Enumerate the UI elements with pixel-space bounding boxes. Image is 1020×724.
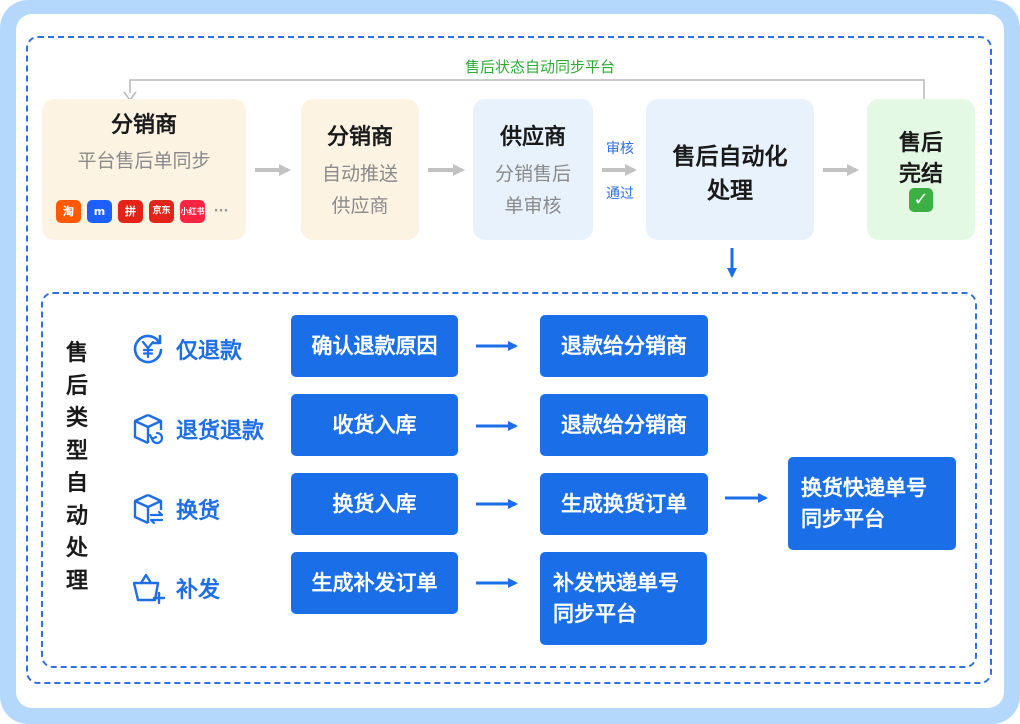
- exchange-step3-line1: 换货快递单号: [801, 475, 927, 500]
- taobao-icon: 淘: [56, 200, 81, 223]
- pinduoduo-icon: 拼: [118, 200, 143, 223]
- complete-line2: 完结: [898, 162, 943, 187]
- auto-process-card: 售后自动化 处理: [646, 99, 814, 240]
- type-row-exchange: 换货: [130, 491, 220, 527]
- type-label-return-refund: 退货退款: [176, 419, 265, 444]
- type-label-refund-only: 仅退款: [176, 339, 243, 364]
- distributor-push-title: 分销商: [326, 125, 393, 150]
- supplier-line2: 单审核: [504, 195, 562, 217]
- return-refund-step1: 收货入库: [291, 394, 458, 456]
- exchange-step3: 换货快递单号 同步平台: [788, 457, 956, 550]
- reship-step2-line1: 补发快递单号: [553, 570, 679, 595]
- reship-basket-icon: [132, 573, 166, 605]
- type-row-return-refund: 退货退款: [130, 411, 264, 447]
- exchange-box-icon: [133, 493, 164, 525]
- distributor-sync-subtitle: 平台售后单同步: [77, 150, 211, 172]
- types-section-title: 售后类型自动处理: [65, 341, 88, 594]
- exchange-step2: 生成换货订单: [540, 473, 708, 535]
- jd-icon: 京东: [149, 200, 174, 223]
- type-row-refund-only: 仅退款: [130, 331, 242, 367]
- return-refund-step2: 退款给分销商: [540, 394, 708, 456]
- xiaohongshu-icon: 小红书: [180, 200, 205, 223]
- supplier-card: 供应商 分销售后 单审核: [473, 99, 593, 240]
- auto-process-line1: 售后自动化: [672, 144, 788, 170]
- process-boundary: [26, 36, 992, 684]
- tmall-icon: m: [87, 200, 112, 223]
- distributor-push-card: 分销商 自动推送 供应商: [301, 99, 419, 240]
- refund-only-step2: 退款给分销商: [540, 315, 708, 377]
- complete-card: 售后 完结 ✓: [867, 99, 975, 240]
- reship-step2-line2: 同步平台: [553, 601, 637, 626]
- supplier-title: 供应商: [499, 125, 566, 150]
- types-section: [41, 292, 977, 668]
- audit-top-label: 审核: [606, 141, 634, 157]
- distributor-sync-title: 分销商: [110, 113, 177, 138]
- exchange-step3-line2: 同步平台: [801, 506, 885, 531]
- type-row-reship: 补发: [130, 570, 220, 606]
- platform-icons: 淘 m 拼 京东 小红书 ···: [56, 200, 231, 223]
- more-icon: ···: [213, 204, 229, 219]
- audit-bottom-label: 通过: [606, 186, 634, 202]
- reship-step1: 生成补发订单: [291, 552, 458, 614]
- distributor-push-line1: 自动推送: [321, 163, 398, 185]
- check-icon: ✓: [909, 188, 933, 212]
- refund-only-step1: 确认退款原因: [291, 315, 458, 377]
- distributor-push-line2: 供应商: [331, 195, 389, 217]
- distributor-sync-card: 分销商 平台售后单同步 淘 m 拼 京东 小红书 ···: [42, 99, 246, 240]
- supplier-line1: 分销售后: [494, 163, 571, 185]
- type-label-exchange: 换货: [176, 499, 221, 524]
- complete-line1: 售后: [898, 131, 943, 156]
- auto-process-line2: 处理: [707, 178, 753, 204]
- refund-yen-icon: [133, 334, 163, 364]
- exchange-step1: 换货入库: [291, 473, 458, 535]
- sync-loop-line: [129, 79, 925, 99]
- sync-loop-label: 售后状态自动同步平台: [464, 58, 615, 76]
- reship-step2: 补发快递单号 同步平台: [540, 552, 707, 645]
- type-label-reship: 补发: [176, 578, 221, 603]
- return-box-icon: [133, 413, 164, 445]
